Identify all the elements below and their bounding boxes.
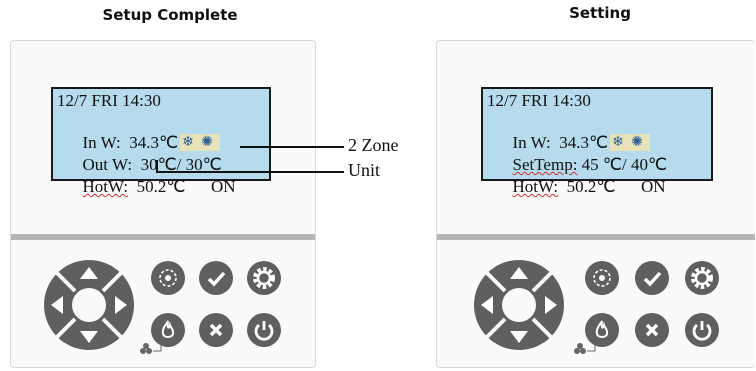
snowflake-icon: ❄ <box>182 134 194 150</box>
x-icon <box>645 323 659 337</box>
arrow-down-icon <box>510 331 528 343</box>
small-fan-icon <box>574 343 596 354</box>
lcd-hot-water-label: HotW: <box>82 177 129 196</box>
lcd-hot-water: HotW: 50.2℃ ON <box>57 157 236 217</box>
mode-button[interactable] <box>151 261 185 295</box>
heat-button[interactable] <box>585 313 619 347</box>
arrow-right-icon <box>545 296 557 314</box>
checkmark-icon <box>643 271 662 287</box>
lcd-set-temp-label: SetTemp: <box>512 155 578 174</box>
arrow-up-icon <box>510 267 528 279</box>
lcd-in-water-value: 34.3℃ <box>129 133 179 152</box>
power-icon <box>254 321 274 341</box>
right-controller-panel: 12/7 FRI 14:30 In W: 34.3℃❄✺ SetTemp: 45… <box>436 40 755 368</box>
lcd-hot-water-state: ON <box>210 177 236 196</box>
left-lcd-display: 12/7 FRI 14:30 In W: 34.3℃❄✺ Out W: 30℃/… <box>51 87 271 196</box>
left-direction-pad[interactable] <box>43 259 135 351</box>
snowflake-icon: ❄ <box>612 134 624 150</box>
zone-callout-line <box>240 146 344 148</box>
mode-icon <box>593 269 611 287</box>
arrow-left-icon <box>481 296 493 314</box>
arrow-right-icon <box>115 296 127 314</box>
arrow-down-icon <box>80 331 98 343</box>
left-divider <box>11 234 315 240</box>
lcd-in-water-label: In W: <box>82 133 121 152</box>
lcd-in-water-value: 34.3℃ <box>559 133 609 152</box>
mode-icon <box>159 269 177 287</box>
lcd-out-water-label: Out W: <box>82 155 133 174</box>
lcd-in-water: In W: 34.3℃❄✺ <box>487 113 651 173</box>
lcd-hot-water-value: 50.2℃ <box>566 177 616 196</box>
right-lcd-display: 12/7 FRI 14:30 In W: 34.3℃❄✺ SetTemp: 45… <box>481 87 713 196</box>
cancel-button[interactable] <box>199 313 233 347</box>
lcd-datetime: 12/7 FRI 14:30 <box>57 91 161 110</box>
lcd-mode-icons: ❄✺ <box>610 133 651 151</box>
right-divider <box>437 234 755 240</box>
heat-button[interactable] <box>151 313 185 347</box>
unit-callout-tick <box>156 160 158 172</box>
arrow-up-icon <box>80 267 98 279</box>
confirm-button[interactable] <box>199 261 233 295</box>
power-icon <box>692 321 712 341</box>
gear-icon <box>253 267 275 289</box>
arrow-left-icon <box>51 296 63 314</box>
lcd-hot-water-value: 50.2℃ <box>136 177 186 196</box>
lcd-in-water: In W: 34.3℃❄✺ <box>57 113 221 173</box>
power-button[interactable] <box>685 313 719 347</box>
lcd-hot-water-label: HotW: <box>512 177 559 196</box>
right-panel-title: Setting <box>569 4 631 22</box>
right-direction-pad[interactable] <box>473 259 565 351</box>
x-icon <box>209 323 223 337</box>
unit-callout-label: Unit <box>348 160 381 180</box>
flame-icon <box>161 320 175 338</box>
lcd-out-water: Out W: 30℃/ 30℃ <box>57 135 222 195</box>
confirm-button[interactable] <box>635 261 669 295</box>
lcd-set-temp-value: 45 ℃/ 40℃ <box>581 155 668 174</box>
lcd-mode-icons: ❄✺ <box>180 133 221 151</box>
power-button[interactable] <box>247 313 281 347</box>
gear-icon <box>691 267 713 289</box>
zone-callout-label: 2 Zone <box>348 135 399 155</box>
left-panel-title: Setup Complete <box>102 6 238 24</box>
settings-button[interactable] <box>247 261 281 295</box>
left-controller-panel: 12/7 FRI 14:30 In W: 34.3℃❄✺ Out W: 30℃/… <box>10 40 316 368</box>
fan-icon: ✺ <box>631 134 643 150</box>
mode-button[interactable] <box>585 261 619 295</box>
lcd-hot-water: HotW: 50.2℃ ON <box>487 157 666 217</box>
fan-icon: ✺ <box>201 134 213 150</box>
small-fan-icon <box>140 343 162 354</box>
flame-icon <box>595 320 609 338</box>
settings-button[interactable] <box>685 261 719 295</box>
lcd-hot-water-state: ON <box>640 177 666 196</box>
checkmark-icon <box>207 271 226 287</box>
lcd-in-water-label: In W: <box>512 133 551 152</box>
lcd-datetime: 12/7 FRI 14:30 <box>487 91 591 110</box>
lcd-out-water-value: 30℃/ 30℃ <box>140 155 222 174</box>
cancel-button[interactable] <box>635 313 669 347</box>
unit-callout-line <box>156 171 344 173</box>
lcd-set-temp: SetTemp: 45 ℃/ 40℃ <box>487 135 668 195</box>
